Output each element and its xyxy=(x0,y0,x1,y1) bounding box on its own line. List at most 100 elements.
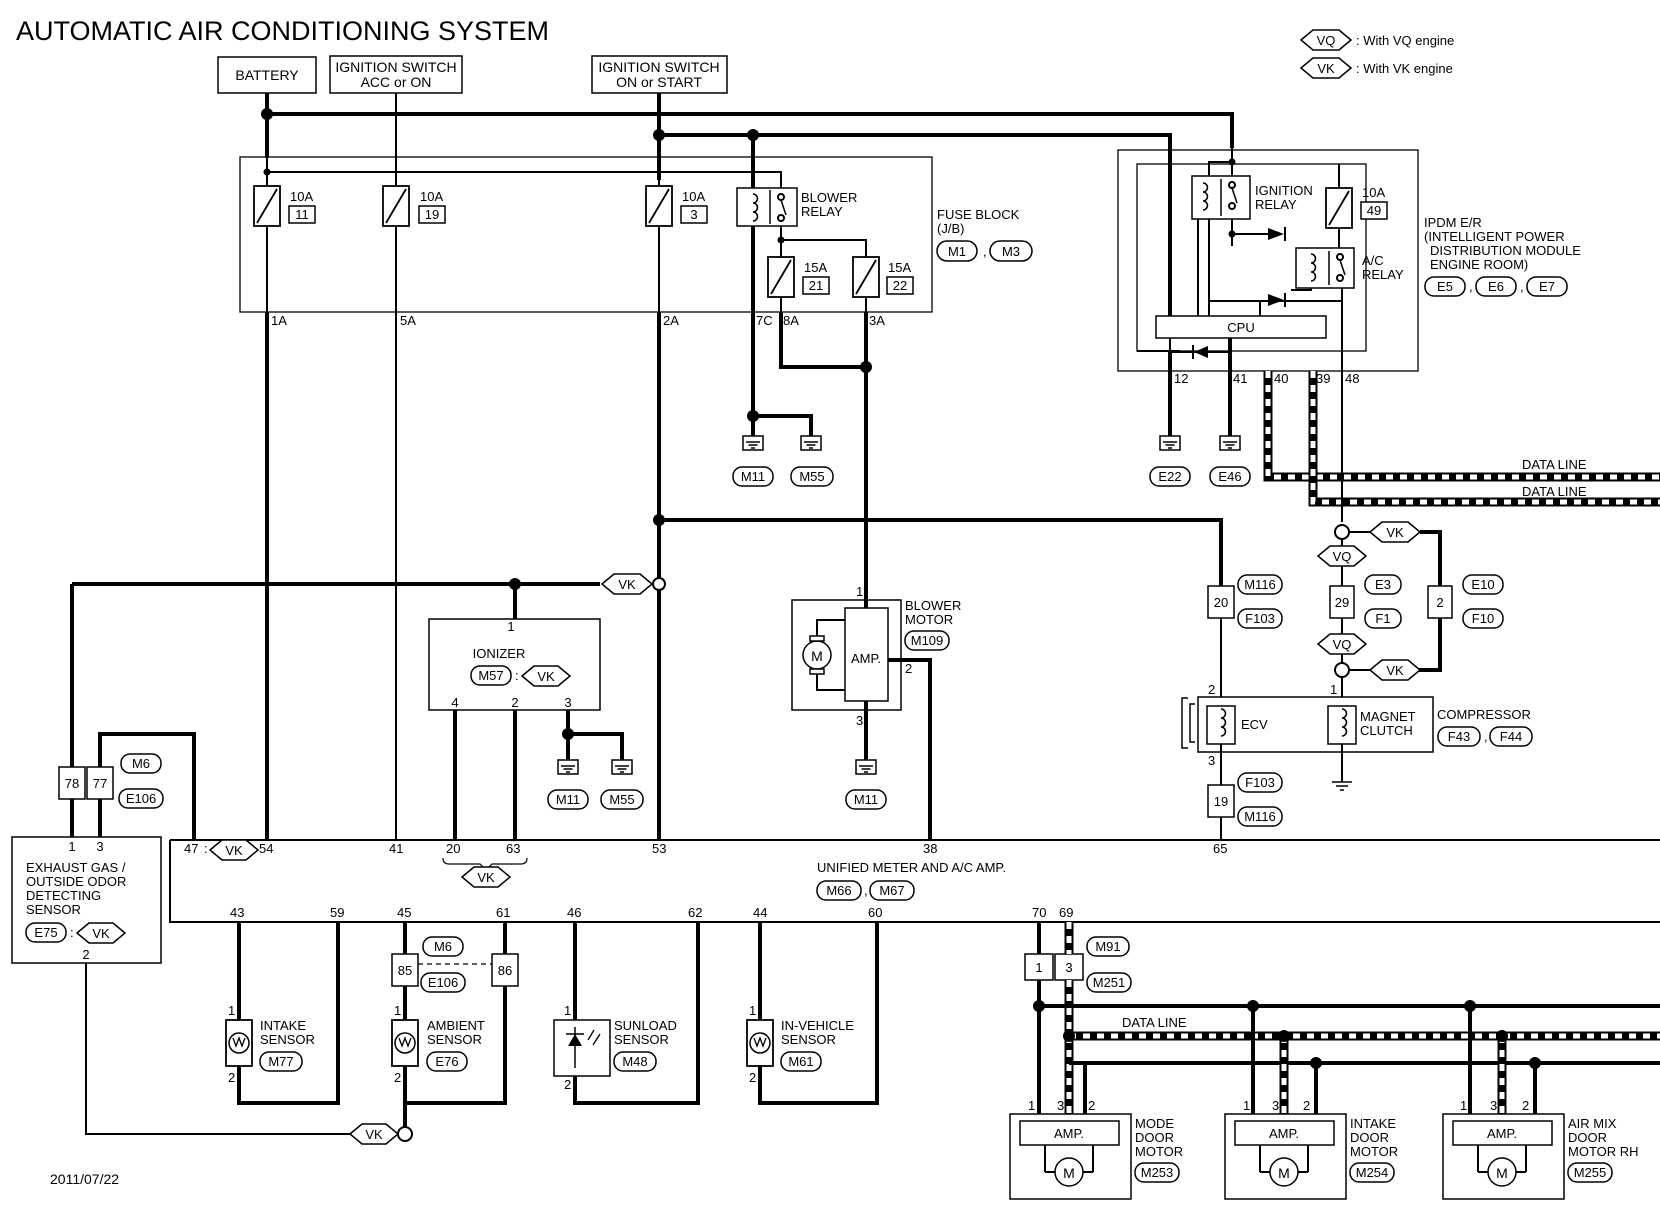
conn-pin-3: 3 xyxy=(1065,960,1072,975)
amp-pin-65: 65 xyxy=(1213,841,1227,856)
compressor-pin-2: 2 xyxy=(1208,682,1215,697)
ground-M11-blower: M11 xyxy=(845,759,887,810)
ac-relay-label-1: A/C xyxy=(1362,253,1384,268)
conn-M77: M77 xyxy=(268,1054,293,1069)
sunload-sensor-label-1: SUNLOAD xyxy=(614,1018,677,1033)
junction-dot xyxy=(653,514,665,526)
conn-F1: F1 xyxy=(1375,611,1390,626)
conn-M3: M3 xyxy=(1002,244,1020,259)
ipdm-name-1: IPDM E/R xyxy=(1424,215,1482,230)
blower-pin-3: 3 xyxy=(856,713,863,728)
ground-label: M11 xyxy=(854,792,878,807)
air-mix-door-label-1: AIR MIX xyxy=(1568,1116,1617,1131)
fuse-21-number: 21 xyxy=(809,278,823,293)
conn-M255: M255 xyxy=(1574,1165,1607,1180)
exhaust-pin-3: 3 xyxy=(96,839,103,854)
legend-vq-text: : With VQ engine xyxy=(1356,33,1454,48)
pin-5A: 5A xyxy=(400,313,416,328)
conn-sep: , xyxy=(864,883,868,898)
blower-relay-label-2: RELAY xyxy=(801,204,843,219)
compressor-pin-3: 3 xyxy=(1208,753,1215,768)
amp-pin-60: 60 xyxy=(868,905,882,920)
junction-dot xyxy=(509,578,521,590)
conn-M48: M48 xyxy=(622,1054,647,1069)
junction-dot xyxy=(1496,1030,1508,1042)
data-line-label-3: DATA LINE xyxy=(1122,1015,1187,1030)
conn-pin-20: 20 xyxy=(1214,595,1228,610)
data-line-label-1: DATA LINE xyxy=(1522,457,1587,472)
pin-3A: 3A xyxy=(869,313,885,328)
ionizer-pin-4: 4 xyxy=(451,695,458,710)
sunload-sensor: 1 2 SUNLOAD SENSOR M48 xyxy=(553,922,700,1105)
sensor-pin: 1 xyxy=(564,1003,571,1018)
fuse-3-number: 3 xyxy=(690,207,697,222)
blower-relay xyxy=(736,187,798,227)
amp-pin-61: 61 xyxy=(496,905,510,920)
ipdm-pin-39: 39 xyxy=(1316,371,1330,386)
battery-label: BATTERY xyxy=(235,67,299,83)
exhaust-label-3: DETECTING xyxy=(26,888,101,903)
blower-amp-label: AMP. xyxy=(851,651,881,666)
conn-M254: M254 xyxy=(1356,1165,1389,1180)
door-amp-label: AMP. xyxy=(1269,1126,1299,1141)
intake-sensor: 1 2 INTAKE SENSOR M77 xyxy=(225,922,340,1105)
intake-sensor-label-1: INTAKE xyxy=(260,1018,306,1033)
door-amp-label: AMP. xyxy=(1054,1126,1084,1141)
junction-dot xyxy=(1033,1000,1045,1012)
compressor-pin-1: 1 xyxy=(1330,682,1337,697)
conn-pin-78: 78 xyxy=(65,776,79,791)
sensor-pin: 1 xyxy=(749,1003,756,1018)
sensor-pin: 2 xyxy=(564,1077,571,1092)
junction-dot xyxy=(1063,1030,1075,1042)
ambient-sensor-label-2: SENSOR xyxy=(427,1032,482,1047)
ground-label: E46 xyxy=(1218,469,1241,484)
mode-door-motor: AMP. M 1 3 2 MODE DOOR MOTOR M253 xyxy=(1009,1098,1183,1200)
mode-door-label-3: MOTOR xyxy=(1135,1144,1183,1159)
fuse-49-number: 49 xyxy=(1367,203,1381,218)
amp-pin-38: 38 xyxy=(923,841,937,856)
motor-icon: M xyxy=(1063,1165,1075,1181)
mid-wires xyxy=(70,490,1343,767)
door-pin: 1 xyxy=(1028,1098,1035,1113)
sensor-pin: 2 xyxy=(394,1070,401,1085)
amp-pin-43: 43 xyxy=(230,905,244,920)
junction-dot xyxy=(860,361,872,373)
ipdm-pin-40: 40 xyxy=(1274,371,1288,386)
ipdm-pin-48: 48 xyxy=(1345,371,1359,386)
exhaust-pin-2: 2 xyxy=(82,947,89,962)
sensor-pin: 2 xyxy=(749,1070,756,1085)
conn-pin-77: 77 xyxy=(93,776,107,791)
conn-M6: M6 xyxy=(132,756,150,771)
air-mix-door-label-3: MOTOR RH xyxy=(1568,1144,1639,1159)
conn-pin-2: 2 xyxy=(1436,595,1443,610)
junction-dot xyxy=(747,129,759,141)
compressor-wiring: VK VQ 29 E3 F1 VQ VK 2 E10 F10 20 M116 F… xyxy=(1207,521,1504,697)
data-line-label-2: DATA LINE xyxy=(1522,484,1587,499)
junction-dot xyxy=(653,129,665,141)
sensor-pin: 1 xyxy=(228,1003,235,1018)
door-pin: 2 xyxy=(1303,1098,1310,1113)
ground-E22: E22 xyxy=(1149,435,1191,487)
amp-pin-54: 54 xyxy=(259,841,273,856)
fuse-49-amp: 10A xyxy=(1362,185,1385,200)
unified-meter-ac-amp: 47 : VK 54 41 20 63 VK 53 38 65 UNIFIED … xyxy=(169,839,1660,923)
intake-door-label-2: DOOR xyxy=(1350,1130,1389,1145)
conn-E76: E76 xyxy=(435,1054,458,1069)
conn-pin-19: 19 xyxy=(1214,794,1228,809)
pin-2A: 2A xyxy=(663,313,679,328)
ionizer-pin-1: 1 xyxy=(507,619,514,634)
vq-tag-label: VQ xyxy=(1333,637,1352,652)
mode-door-label-1: MODE xyxy=(1135,1116,1174,1131)
conn-M109: M109 xyxy=(911,633,944,648)
legend-vk-text: : With VK engine xyxy=(1356,61,1453,76)
exhaust-pin-1: 1 xyxy=(68,839,75,854)
door-motor-bus: 1 3 M91 M251 DATA LINE xyxy=(1024,922,1660,1114)
intake-sensor-label-2: SENSOR xyxy=(260,1032,315,1047)
fuse-output-wires xyxy=(265,312,868,840)
cpu-label: CPU xyxy=(1227,320,1254,335)
amp-pin-70: 70 xyxy=(1032,905,1046,920)
junction-dot xyxy=(562,728,574,740)
amp-pin-53: 53 xyxy=(652,841,666,856)
compressor: ECV MAGNET CLUTCH 2 3 1 19 F103 M116 xyxy=(1181,682,1434,840)
ground-M11-top: M11 xyxy=(732,435,774,487)
